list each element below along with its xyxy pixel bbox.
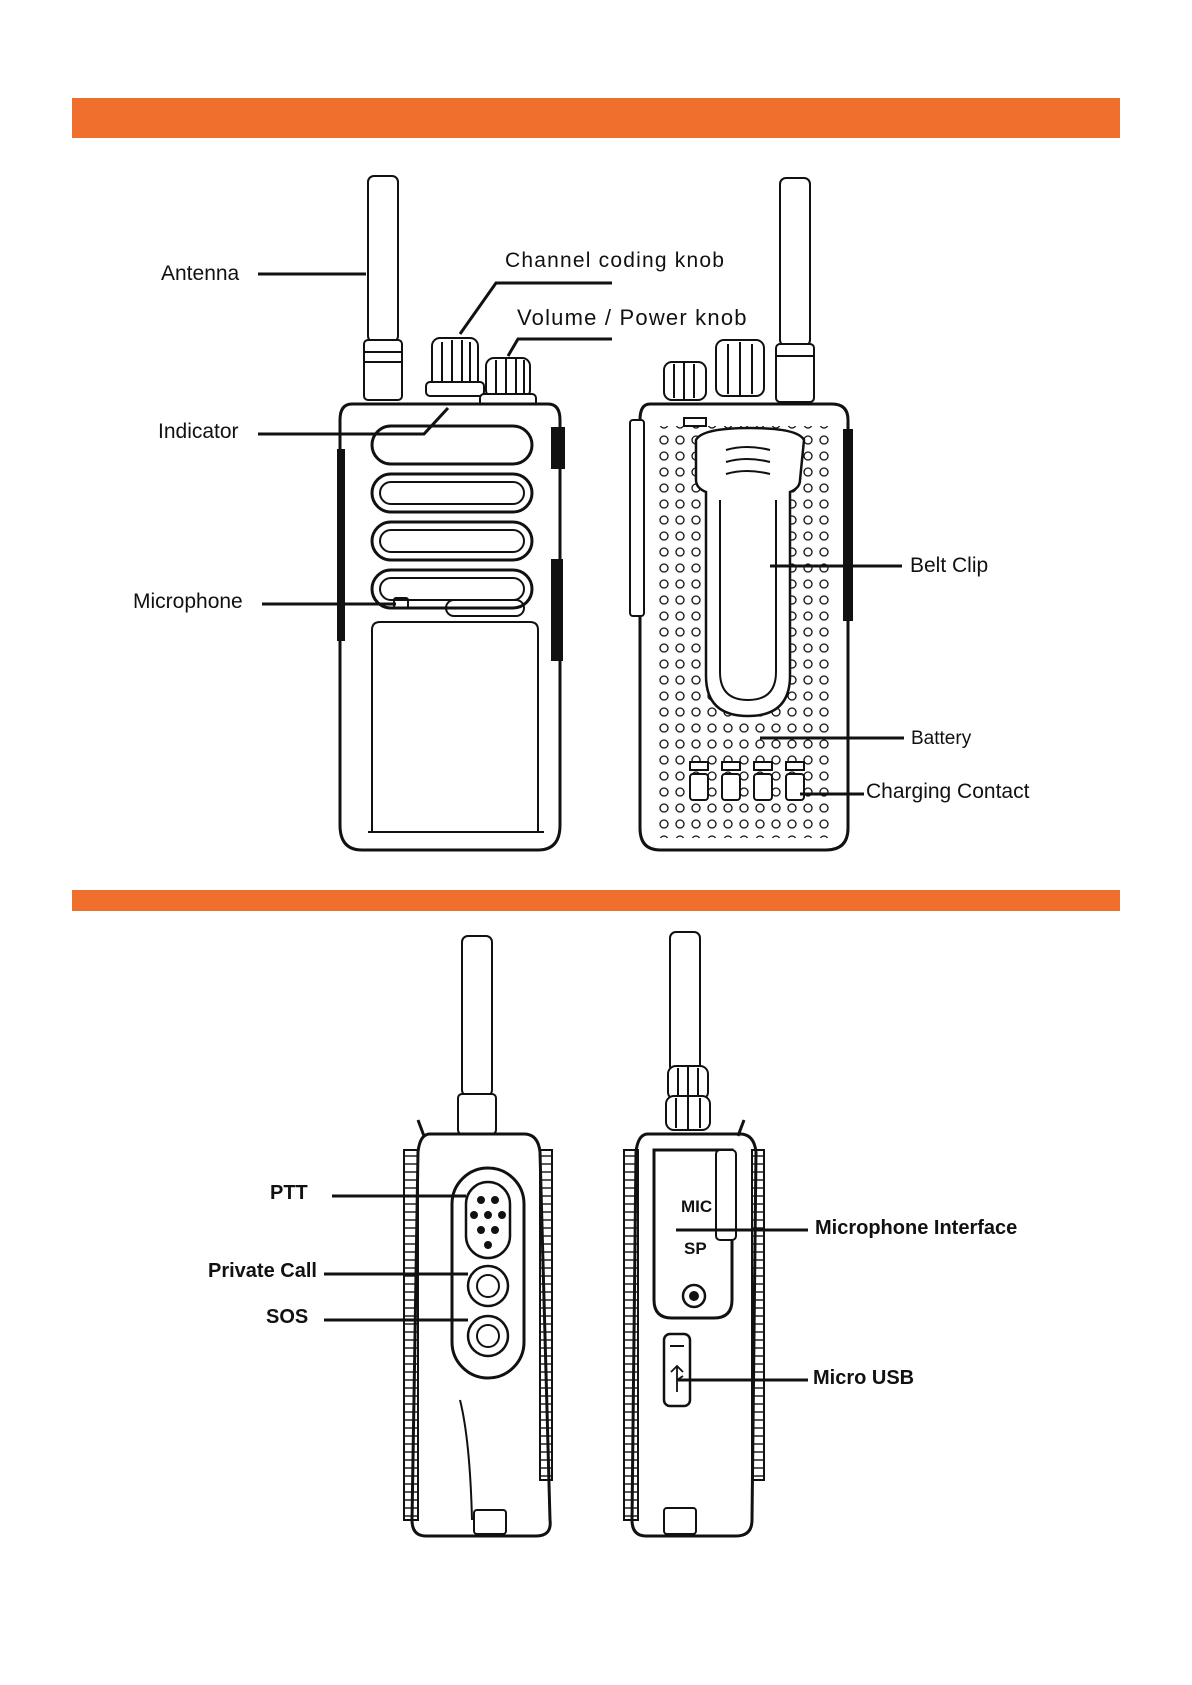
sp-port-text: SP — [684, 1239, 707, 1258]
label-sos: SOS — [266, 1306, 308, 1329]
front-volume-knob — [480, 358, 536, 406]
label-ptt: PTT — [270, 1182, 308, 1205]
front-channel-knob — [426, 338, 484, 396]
left-side-view — [404, 936, 552, 1536]
private-call-button — [468, 1266, 508, 1306]
label-belt-clip: Belt Clip — [910, 554, 988, 578]
label-volume-power-knob: Volume / Power knob — [517, 305, 748, 331]
side-knob-top — [668, 1066, 708, 1100]
label-microphone: Microphone — [133, 590, 243, 614]
label-charging-contact: Charging Contact — [866, 780, 1029, 804]
side-antenna-left — [462, 936, 492, 1096]
label-battery: Battery — [911, 728, 971, 750]
back-view — [630, 178, 852, 850]
label-private-call: Private Call — [208, 1260, 317, 1283]
label-channel-coding-knob: Channel coding knob — [505, 249, 725, 273]
sos-button — [468, 1316, 508, 1356]
back-knob-right — [716, 340, 764, 396]
side-antenna-right — [670, 932, 700, 1072]
right-side-view: MIC SP — [624, 932, 764, 1536]
label-antenna: Antenna — [161, 262, 239, 286]
label-micro-usb: Micro USB — [813, 1367, 914, 1390]
label-microphone-interface: Microphone Interface — [815, 1217, 1017, 1240]
label-indicator: Indicator — [158, 420, 239, 444]
back-antenna — [780, 178, 810, 346]
mic-port-text: MIC — [681, 1197, 712, 1216]
front-antenna — [368, 176, 398, 342]
back-knob-left — [664, 362, 706, 400]
side-knob-bottom — [666, 1096, 710, 1130]
front-view — [338, 176, 564, 850]
